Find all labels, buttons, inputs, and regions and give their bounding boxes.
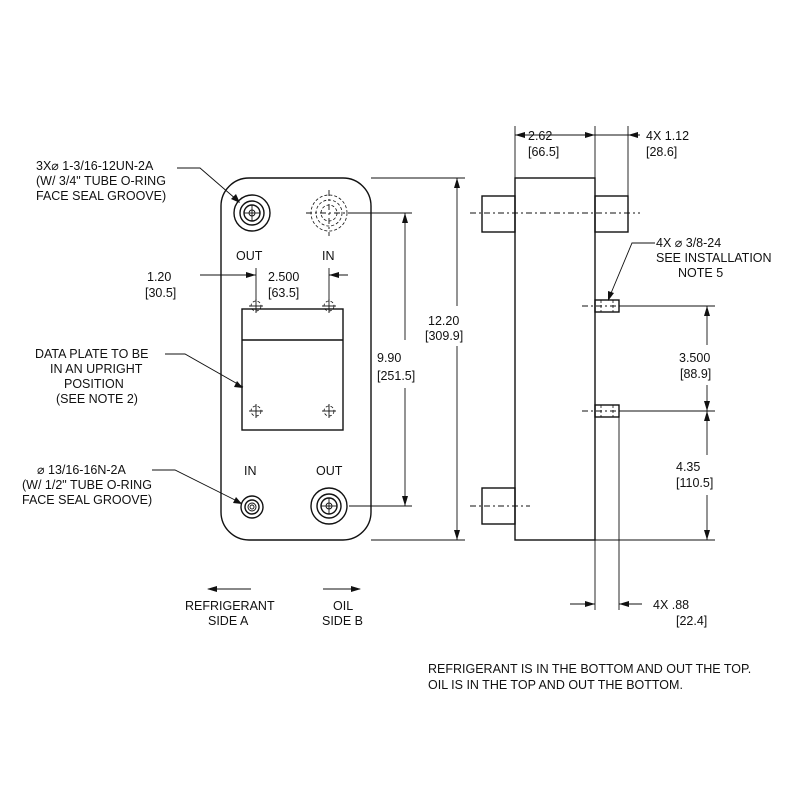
front-view: 3X⌀ 1-3/16-12UN-2A (W/ 3/4" TUBE O-RING … xyxy=(22,159,465,628)
side-view: 2.62 [66.5] 4X 1.12 [28.6] 4X ⌀ 3/8-24 S… xyxy=(470,126,772,628)
side-body-outline xyxy=(514,177,596,541)
mount-callout-leader xyxy=(608,242,655,301)
svg-text:SIDE A: SIDE A xyxy=(208,614,249,628)
port-length-dimension-text: 4X 1.12 [28.6] xyxy=(646,129,689,159)
svg-text:4.35: 4.35 xyxy=(676,460,700,474)
svg-text:12.20: 12.20 xyxy=(428,314,459,328)
mount-spacing-dimension-text: 3.500 [88.9] xyxy=(679,351,711,381)
data-plate-note: DATA PLATE TO BE IN AN UPRIGHT POSITION … xyxy=(35,347,148,406)
mount-callout: 4X ⌀ 3/8-24 SEE INSTALLATION NOTE 5 xyxy=(656,236,772,280)
refrigerant-side-label: REFRIGERANT SIDE A xyxy=(185,599,275,628)
svg-text:9.90: 9.90 xyxy=(377,351,401,365)
top-port-leader xyxy=(177,167,240,203)
svg-text:1.20: 1.20 xyxy=(147,270,171,284)
top-right-port-label: IN xyxy=(322,249,335,263)
side-arrows xyxy=(207,586,361,592)
data-plate-leader xyxy=(165,353,244,388)
svg-text:(W/ 3/4" TUBE O-RING: (W/ 3/4" TUBE O-RING xyxy=(36,174,166,188)
mounting-holes xyxy=(249,299,336,418)
svg-text:[110.5]: [110.5] xyxy=(676,476,713,490)
svg-text:REFRIGERANT: REFRIGERANT xyxy=(185,599,275,613)
mount-from-bottom-dimension-text: 4.35 [110.5] xyxy=(676,460,713,490)
width-offset-dimension-text: 1.20 [30.5] xyxy=(145,270,176,300)
svg-text:3.500: 3.500 xyxy=(679,351,710,365)
overall-height-dimension xyxy=(371,177,465,541)
svg-text:SEE INSTALLATION: SEE INSTALLATION xyxy=(656,251,772,265)
port-height-dimension-text: 9.90 [251.5] xyxy=(377,351,415,383)
data-plate xyxy=(241,308,344,431)
svg-text:⌀ 13/16-16N-2A: ⌀ 13/16-16N-2A xyxy=(37,463,126,477)
svg-text:DATA PLATE TO BE: DATA PLATE TO BE xyxy=(35,347,148,361)
svg-text:4X ⌀ 3/8-24: 4X ⌀ 3/8-24 xyxy=(656,236,721,250)
bottom-port-callout: ⌀ 13/16-16N-2A (W/ 1/2" TUBE O-RING FACE… xyxy=(22,463,152,507)
svg-text:[22.4]: [22.4] xyxy=(676,614,707,628)
svg-text:OIL IS IN THE TOP AND OUT THE: OIL IS IN THE TOP AND OUT THE BOTTOM. xyxy=(428,678,683,692)
stud-length-dimension-text: 4X .88 [22.4] xyxy=(653,598,707,628)
svg-text:3X⌀ 1-3/16-12UN-2A: 3X⌀ 1-3/16-12UN-2A xyxy=(36,159,154,173)
top-left-port xyxy=(233,194,271,232)
svg-text:4X .88: 4X .88 xyxy=(653,598,689,612)
oil-side-label: OIL SIDE B xyxy=(322,599,363,628)
svg-text:4X 1.12: 4X 1.12 xyxy=(646,129,689,143)
svg-text:[309.9]: [309.9] xyxy=(425,329,463,343)
bottom-port-leader xyxy=(152,469,242,504)
side-port-top-right xyxy=(594,195,629,233)
svg-text:[30.5]: [30.5] xyxy=(145,286,176,300)
side-port-top-left xyxy=(481,195,516,233)
bottom-right-port-label: OUT xyxy=(316,464,343,478)
mount-spacing-dimension xyxy=(595,305,715,541)
svg-text:2.62: 2.62 xyxy=(528,129,552,143)
bottom-left-port xyxy=(240,495,264,519)
svg-text:[88.9]: [88.9] xyxy=(680,367,711,381)
svg-text:(SEE NOTE 2): (SEE NOTE 2) xyxy=(56,392,138,406)
svg-text:IN AN UPRIGHT: IN AN UPRIGHT xyxy=(50,362,143,376)
svg-text:FACE SEAL GROOVE): FACE SEAL GROOVE) xyxy=(36,189,166,203)
top-left-port-label: OUT xyxy=(236,249,263,263)
svg-text:[66.5]: [66.5] xyxy=(528,145,559,159)
port-spacing-dimension-text: 2.500 [63.5] xyxy=(268,270,299,300)
svg-text:NOTE 5: NOTE 5 xyxy=(678,266,723,280)
port-spacing-dimension xyxy=(200,268,348,300)
depth-dimension-text: 2.62 [66.5] xyxy=(528,129,559,159)
stud-length-dimension xyxy=(570,417,642,610)
svg-text:REFRIGERANT IS IN THE BOTTOM A: REFRIGERANT IS IN THE BOTTOM AND OUT THE… xyxy=(428,662,751,676)
svg-text:FACE SEAL GROOVE): FACE SEAL GROOVE) xyxy=(22,493,152,507)
svg-text:[63.5]: [63.5] xyxy=(268,286,299,300)
port-height-dimension xyxy=(349,212,412,507)
svg-text:[251.5]: [251.5] xyxy=(377,369,415,383)
svg-text:OIL: OIL xyxy=(333,599,353,613)
top-right-port xyxy=(306,190,352,236)
bottom-left-port-label: IN xyxy=(244,464,257,478)
overall-height-dimension-text: 12.20 [309.9] xyxy=(425,314,463,343)
svg-text:(W/ 1/2" TUBE O-RING: (W/ 1/2" TUBE O-RING xyxy=(22,478,152,492)
top-port-callout: 3X⌀ 1-3/16-12UN-2A (W/ 3/4" TUBE O-RING … xyxy=(36,159,166,203)
svg-text:2.500: 2.500 xyxy=(268,270,299,284)
bottom-right-port xyxy=(310,487,348,525)
svg-text:SIDE B: SIDE B xyxy=(322,614,363,628)
port-length-dimension xyxy=(595,126,640,196)
svg-text:[28.6]: [28.6] xyxy=(646,145,677,159)
plate-outline xyxy=(220,177,372,541)
svg-text:POSITION: POSITION xyxy=(64,377,124,391)
flow-note: REFRIGERANT IS IN THE BOTTOM AND OUT THE… xyxy=(428,662,751,692)
